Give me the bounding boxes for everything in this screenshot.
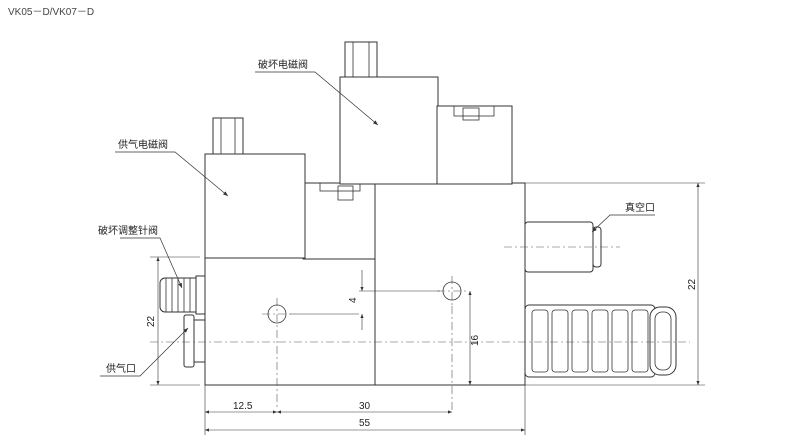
mounting-holes bbox=[150, 246, 690, 410]
leader-lines bbox=[100, 71, 655, 377]
dim-12-5: 12.5 bbox=[233, 401, 253, 412]
label-break-solenoid: 破坏电磁阀 bbox=[258, 58, 308, 71]
dim-4: 4 bbox=[348, 297, 359, 303]
needle-valve-knob bbox=[159, 275, 206, 315]
dim-22-right: 22 bbox=[687, 278, 698, 290]
label-supply-port: 供气口 bbox=[106, 362, 136, 375]
label-supply-solenoid: 供气电磁阀 bbox=[118, 138, 168, 151]
silencer bbox=[524, 304, 677, 378]
dimension-lines bbox=[150, 182, 705, 435]
supply-port-fitting bbox=[183, 314, 206, 368]
label-break-needle-valve: 破坏调整针阀 bbox=[98, 224, 158, 237]
supply-solenoid bbox=[204, 117, 306, 259]
dim-22-left: 22 bbox=[146, 315, 157, 327]
label-vacuum-port: 真空口 bbox=[625, 201, 655, 214]
manifold-block bbox=[302, 182, 376, 260]
break-solenoid bbox=[339, 41, 513, 185]
drawing-title: VK05－D/VK07－D bbox=[8, 7, 94, 18]
dim-30: 30 bbox=[359, 401, 371, 412]
dim-16: 16 bbox=[470, 334, 481, 346]
dim-55: 55 bbox=[359, 418, 371, 429]
